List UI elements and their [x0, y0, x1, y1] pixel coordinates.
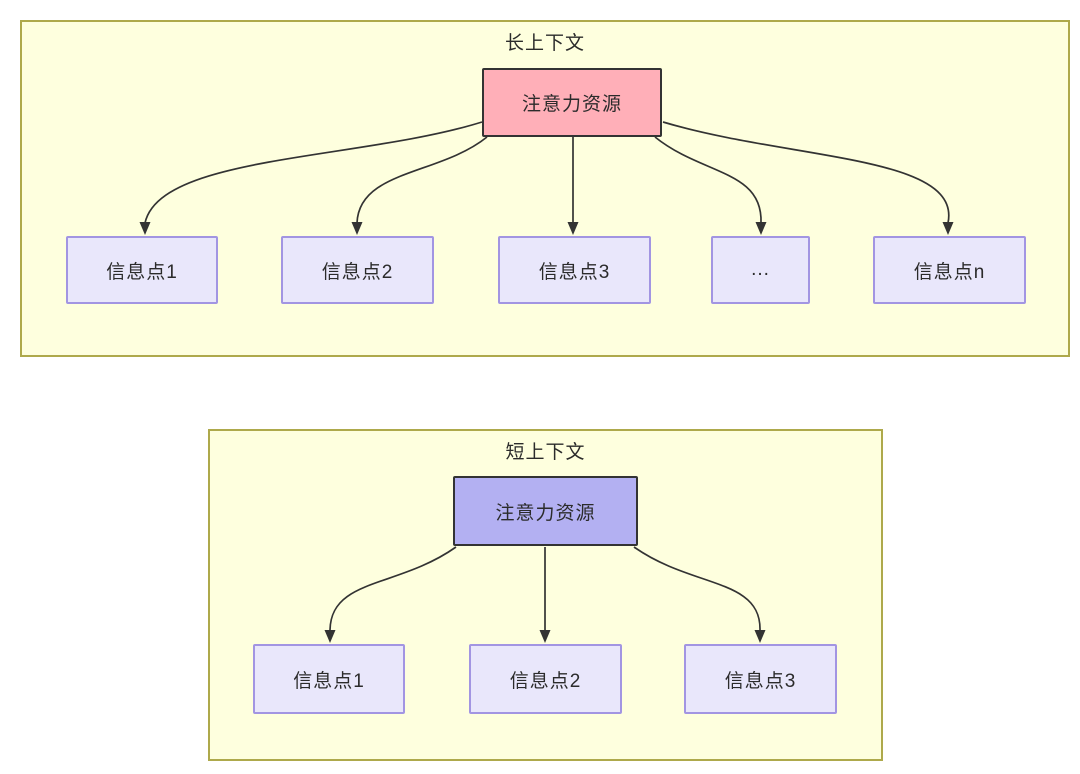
info-node-long-1: 信息点1 — [66, 236, 218, 304]
long-context-title: 长上下文 — [504, 33, 585, 54]
info-node-short-2: 信息点2 — [469, 644, 622, 714]
info-node-long-ellipsis: ... — [711, 236, 810, 304]
attention-resource-box-long: 注意力资源 — [482, 68, 662, 137]
info-node-long-n: 信息点n — [873, 236, 1026, 304]
short-context-title: 短上下文 — [505, 442, 586, 463]
info-node-long-3: 信息点3 — [498, 236, 651, 304]
info-node-long-2: 信息点2 — [281, 236, 434, 304]
info-node-short-3: 信息点3 — [684, 644, 837, 714]
info-node-short-1: 信息点1 — [253, 644, 405, 714]
attention-resource-box-short: 注意力资源 — [453, 476, 638, 546]
